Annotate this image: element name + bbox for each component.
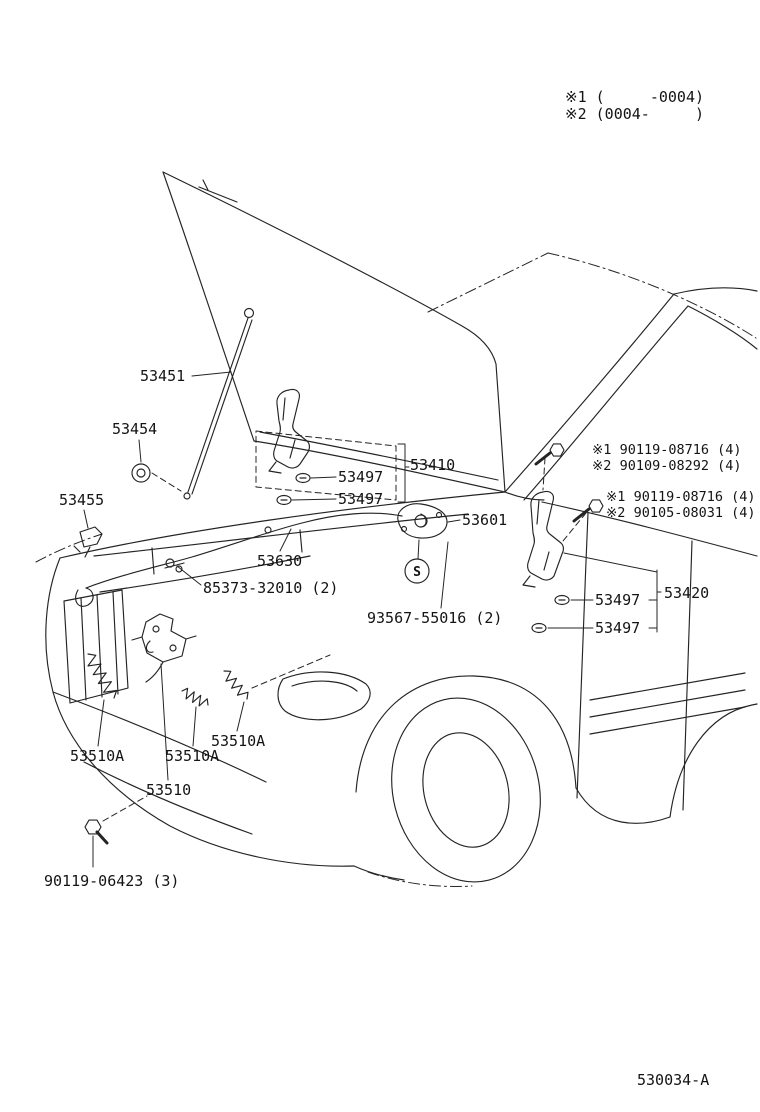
callout-53497-rh-lower: 53497 [595,619,641,637]
callout-53510a-mid: 53510A [165,747,220,765]
hinge-bolt-rh-icon [572,499,604,523]
dashed-leader-lines [102,430,587,822]
callout-53410: 53410 [410,456,456,474]
callout-53420: 53420 [664,584,710,602]
latch-bolt-icon [84,819,109,845]
car-body-outline [45,287,758,881]
cable-clamp-drawing [164,558,185,573]
callout-bolt-note-rh-2: ※2 90105-08031 (4) [606,505,756,521]
callout-53601: 53601 [462,511,508,529]
callout-bolt-note-lh-2: ※2 90109-08292 (4) [592,458,742,474]
diagram-code: 530034-A [637,1071,710,1089]
hood-lock-drawing [397,503,448,539]
s-marker-label: S [413,565,421,580]
callout-53510a-left: 53510A [70,747,125,765]
hood-panel [162,171,506,493]
note-production-range-2: ※2 (0004- ) [565,105,704,123]
callout-85373-32010: 85373-32010 (2) [203,579,339,597]
hinge-cushions-lh [276,472,311,506]
body-centerlines [35,252,757,887]
hood-hinge-lh-drawing [268,388,310,474]
callout-bolt-note-lh-1: ※1 90119-08716 (4) [592,442,742,458]
hood-latch-support-drawing [131,613,197,683]
callout-53510a-right: 53510A [211,732,266,750]
release-cable-drawing [75,512,403,607]
hinge-bolt-lh-icon [534,443,565,466]
leader-lines [83,371,662,868]
front-wheel [391,697,541,883]
grille [63,589,129,704]
callout-53497-lh-lower: 53497 [338,490,384,508]
hood-springs-drawing [87,653,249,707]
callout-53454: 53454 [112,420,158,438]
callout-bolt-note-rh-1: ※1 90119-08716 (4) [606,489,756,505]
callout-53497-rh-upper: 53497 [595,591,641,609]
hood-support-rod-drawing [183,307,255,500]
callout-53510: 53510 [146,781,192,799]
callout-53451: 53451 [140,367,186,385]
callout-93567-55016: 93567-55016 (2) [367,609,503,627]
callout-90119-06423: 90119-06423 (3) [44,872,180,890]
note-production-range-1: ※1 ( -0004) [565,88,704,106]
hinge-cushions-rh [531,594,570,634]
callout-53630: 53630 [257,552,303,570]
callout-53455: 53455 [59,491,105,509]
rod-grommet-drawing [131,463,151,483]
headlight [277,671,371,721]
hood-hinge-rh-drawing [522,490,564,588]
s-marker-circle [404,558,430,584]
callout-53497-lh-upper: 53497 [338,468,384,486]
rod-clip-drawing [73,526,103,558]
